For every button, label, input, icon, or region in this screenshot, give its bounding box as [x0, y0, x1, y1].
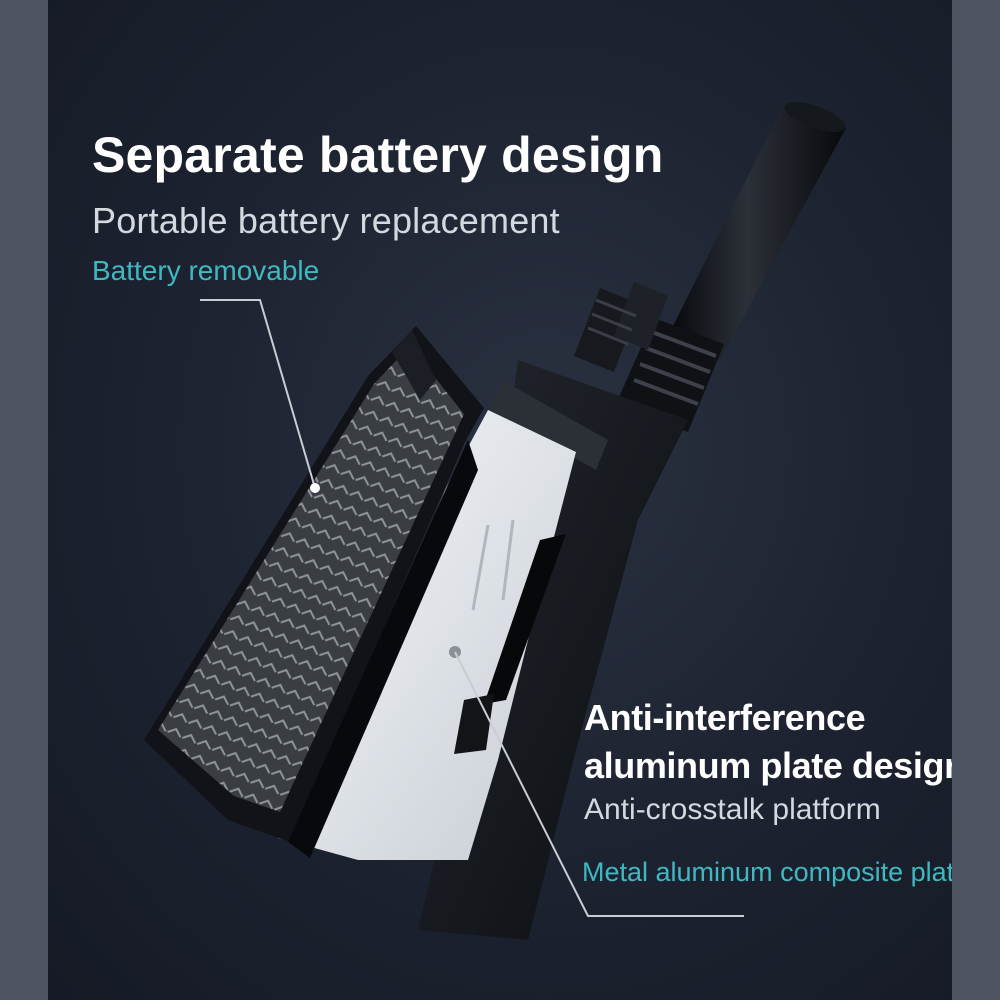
- plate-accent-label: Metal aluminum composite plate: [582, 857, 952, 887]
- product-panel: Separate battery design Portable battery…: [48, 0, 952, 1000]
- battery-subtitle: Portable battery replacement: [92, 200, 560, 241]
- plate-title-line1: Anti-interference: [584, 697, 866, 738]
- battery-pack: [144, 326, 484, 858]
- walkie-talkie-illustration: [144, 101, 846, 940]
- callout-line-plate: [454, 651, 744, 917]
- battery-accent-label: Battery removable: [92, 255, 320, 286]
- callout-line-battery: [200, 299, 320, 493]
- page-title: Separate battery design: [92, 127, 664, 183]
- plate-title-line2: aluminum plate design: [584, 745, 952, 786]
- knob: [574, 282, 668, 372]
- plate-title: Anti-interference aluminum plate design: [584, 694, 952, 790]
- plate-subtitle: Anti-crosstalk platform: [584, 793, 881, 826]
